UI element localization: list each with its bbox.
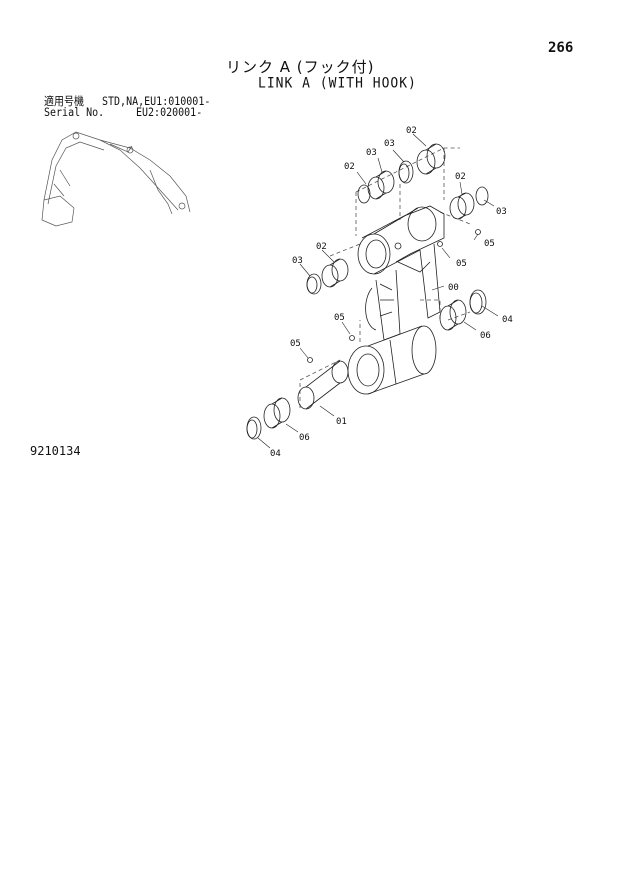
callout-02: 02 — [406, 126, 417, 136]
page-number: 266 — [548, 40, 574, 56]
serial-label-english: Serial No. — [44, 107, 105, 120]
title-japanese: リンク A (フック付) — [226, 58, 375, 76]
callout-02: 02 — [344, 162, 355, 172]
callout-02: 02 — [316, 242, 327, 252]
callout-05: 05 — [290, 339, 301, 349]
callout-04: 04 — [502, 315, 513, 325]
callout-05: 05 — [334, 313, 345, 323]
callout-01: 01 — [336, 417, 347, 427]
callout-06: 06 — [299, 433, 310, 443]
callout-05: 05 — [456, 259, 467, 269]
drawing-number: 9210134 — [30, 444, 81, 458]
callout-02: 02 — [455, 172, 466, 182]
title-english: LINK A (WITH HOOK) — [258, 75, 417, 92]
callout-03: 03 — [292, 256, 303, 266]
callout-03: 03 — [366, 148, 377, 158]
callout-00: 00 — [448, 283, 459, 293]
leader-lines — [257, 133, 499, 449]
serial-models: STD,NA,EU1:010001- — [102, 96, 211, 109]
serial-label-japanese: 適用号機 — [44, 96, 84, 109]
callout-05: 05 — [484, 239, 495, 249]
callout-03: 03 — [384, 139, 395, 149]
callout-03: 03 — [496, 207, 507, 217]
excavator-thumbnail — [41, 131, 191, 227]
callout-06: 06 — [480, 331, 491, 341]
serial-eu2: EU2:020001- — [136, 107, 203, 120]
link-assembly — [246, 143, 489, 440]
callout-04: 04 — [270, 449, 281, 459]
